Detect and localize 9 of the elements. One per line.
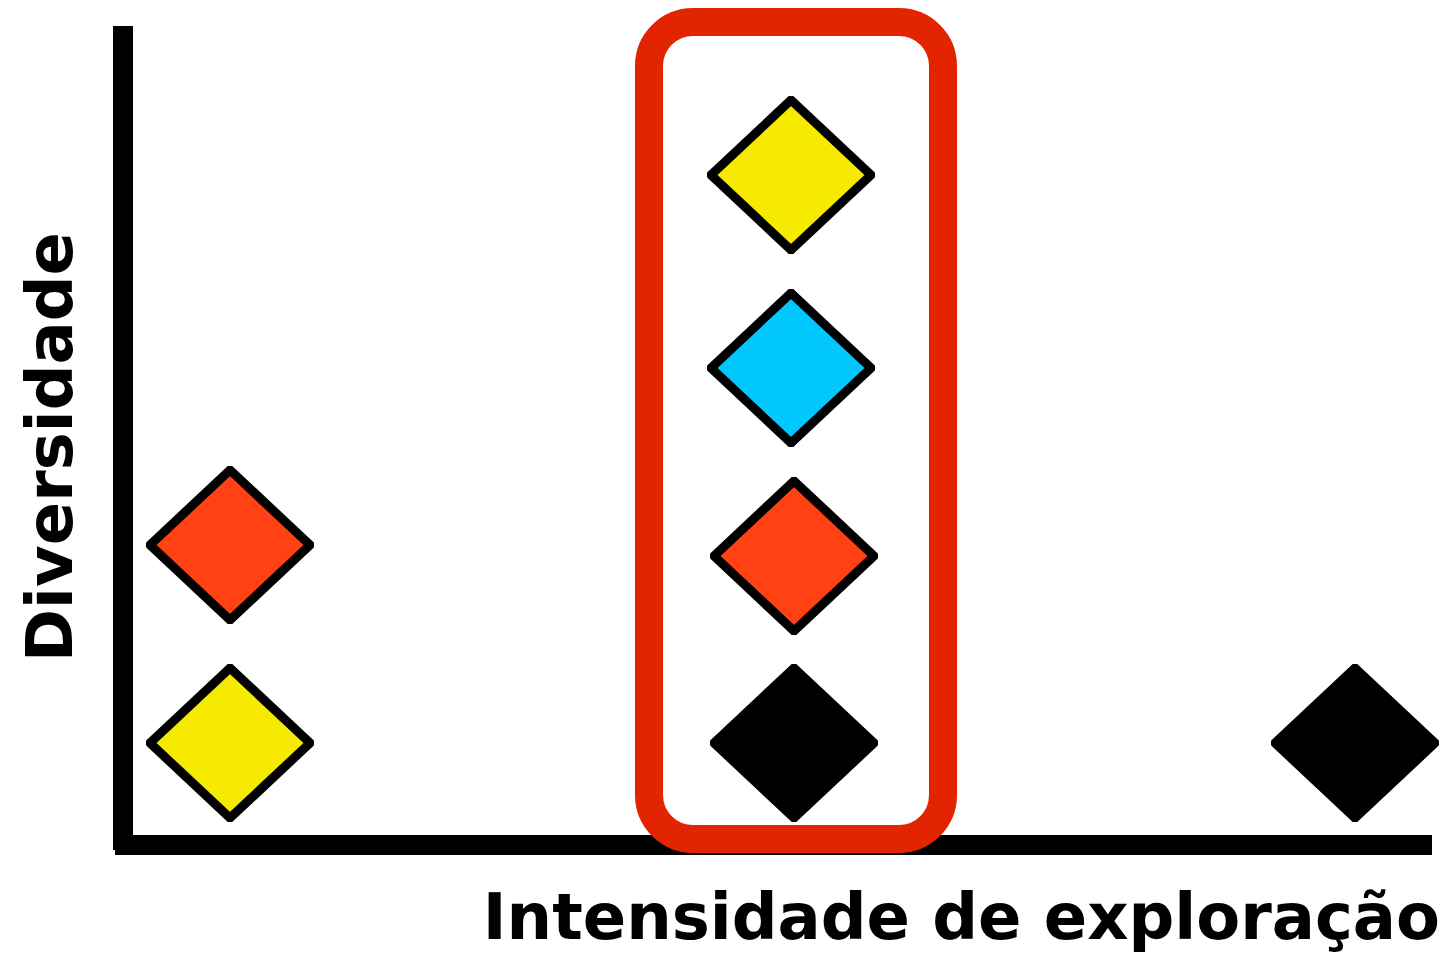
diamond-marker <box>710 477 878 635</box>
diamond-marker <box>707 289 875 447</box>
y-axis-title: Diversidade <box>18 232 82 662</box>
highlight-frame <box>635 8 957 853</box>
diamond-marker <box>710 664 878 822</box>
diamond-marker <box>707 96 875 254</box>
diamond-marker <box>146 664 314 822</box>
diamond-marker <box>146 466 314 624</box>
diamond-marker <box>1271 664 1439 822</box>
